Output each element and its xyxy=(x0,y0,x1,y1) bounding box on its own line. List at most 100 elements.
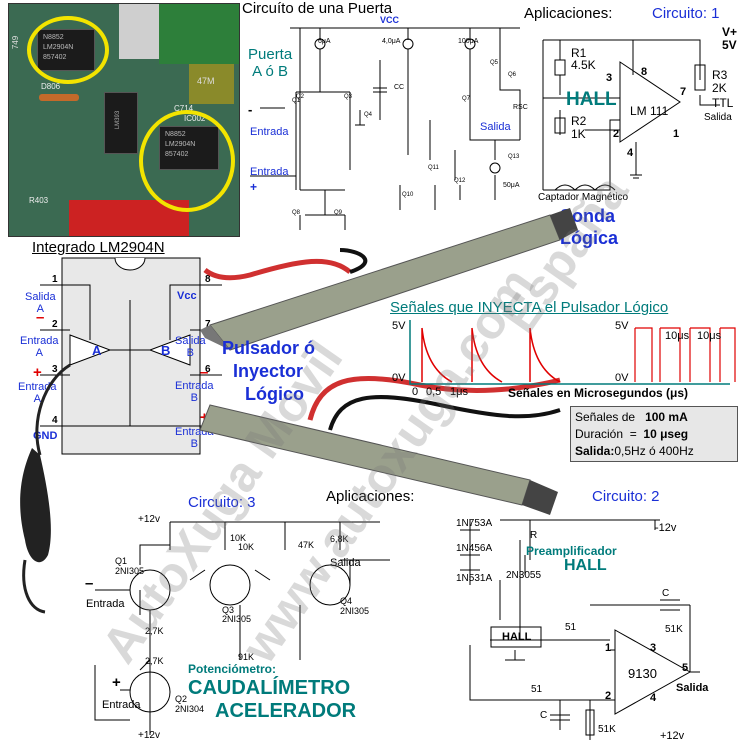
gate-input2-sign: + xyxy=(250,180,258,194)
app1-pin2: 2 xyxy=(613,128,620,140)
info-row3-value: 0,5Hz ó 400Hz xyxy=(614,444,694,458)
signals-tick-0: 0 xyxy=(412,386,419,398)
app1-ttl: TTL xyxy=(712,96,734,110)
app2-pin5: 5 xyxy=(682,662,689,674)
signals-tick-05: 0,5 xyxy=(426,386,442,398)
gate-current-4: 50μA xyxy=(503,182,520,189)
metal-shield xyxy=(119,4,159,59)
app2-r51b: 51 xyxy=(531,684,543,695)
gate-q5: Q5 xyxy=(490,60,499,66)
app2-pin4: 4 xyxy=(650,692,657,704)
gate-q10: Q10 xyxy=(402,192,414,198)
lm2904-pin6: 6 xyxy=(205,364,211,375)
lm2904-left-label-2: Entrada A xyxy=(20,335,59,359)
app1-pin1: 1 xyxy=(673,128,680,140)
app1-r1: R1 xyxy=(571,46,587,60)
app3-q3-type: 2NI305 xyxy=(222,614,252,624)
info-row2-eq: = xyxy=(629,427,637,441)
app3-q4-type: 2NI305 xyxy=(340,606,370,616)
app1-r2-value: 1K xyxy=(571,127,586,141)
gate-title: Circuíto de una Puerta xyxy=(242,0,393,17)
app1-r3: R3 xyxy=(712,68,728,82)
app3-potenciometro: Potenciómetro: xyxy=(188,662,277,676)
info-row-1: Señales de 100 mA xyxy=(575,409,733,426)
app3-salida: Salida xyxy=(330,557,361,569)
lm2904-left-label-4: GND xyxy=(33,430,58,442)
app3-r27k: 2,7K xyxy=(145,626,164,636)
sonda-pen xyxy=(200,208,578,351)
app1-r1-value: 4.5K xyxy=(571,58,596,72)
gate-input2-label: Entrada xyxy=(250,166,289,178)
app3-entrada-2: Entrada xyxy=(102,699,141,711)
info-row2-label: Duración xyxy=(575,427,624,441)
chip-middle: LM393 xyxy=(104,92,138,154)
app1-r2: R2 xyxy=(571,114,587,128)
sonda-line2: Lógica xyxy=(560,228,619,248)
info-row3-label: Salida: xyxy=(575,444,615,458)
pcb-label-r403: R403 xyxy=(29,196,49,205)
lm2904-pin7: 7 xyxy=(205,319,211,330)
app1-5v: 5V xyxy=(722,38,737,52)
gate-input1-label: Entrada xyxy=(250,126,289,138)
pcb-photo: 47M 749 N8852 LM2904N 857402 D806 LM393 … xyxy=(8,3,240,237)
app3-q1-type: 2NI305 xyxy=(115,566,145,576)
gate-q3: Q3 xyxy=(344,94,353,100)
app3-r10k-2: 10K xyxy=(238,542,255,552)
gate-output-label: Salida xyxy=(480,121,511,133)
app3-entrada: Entrada xyxy=(86,598,125,610)
lm2904-amp-a: A xyxy=(92,343,102,358)
app2-pin3: 3 xyxy=(650,642,657,654)
app3-r68k: 6,8K xyxy=(330,534,349,544)
info-row-2: Duración = 10 μseg xyxy=(575,426,733,443)
app2-preamp: Preamplificador xyxy=(526,544,617,558)
gate-current-3: 100μA xyxy=(458,38,479,45)
app2-neg12: -12v xyxy=(655,522,677,534)
pcb-label-47m: 47M xyxy=(197,76,215,86)
signals-tick-1us: 1μs xyxy=(450,386,468,398)
gate-current-2: 4,0μA xyxy=(382,38,401,45)
diode xyxy=(39,94,79,101)
gate-q13: Q13 xyxy=(508,154,520,160)
info-row-3: Salida:0,5Hz ó 400Hz xyxy=(575,443,733,460)
signals-0v: 0V xyxy=(392,372,406,384)
signals-pulse-gap: 10μs xyxy=(697,330,722,342)
app2-r51k2: 51K xyxy=(598,724,616,735)
lm2904-pin3: 3 xyxy=(52,364,58,375)
gate-vcc: VCC xyxy=(380,15,400,25)
app1-pin8: 8 xyxy=(641,66,648,78)
lm2904-pin8: 8 xyxy=(205,274,211,285)
gate-q6: Q6 xyxy=(508,72,517,78)
lm2904-title: Integrado LM2904N xyxy=(32,239,165,256)
app2-title: Aplicaciones: xyxy=(326,488,415,505)
app1-salida: Salida xyxy=(704,112,732,123)
highlight-circle-bottom xyxy=(139,110,235,212)
app1-hall: HALL xyxy=(566,89,617,110)
app2-diode-1: 1N753A xyxy=(456,518,493,529)
app3-q2: Q2 xyxy=(175,694,188,704)
app3-r47k: 47K xyxy=(298,540,315,550)
signals-pulse-width: 10μs xyxy=(665,330,690,342)
app2-r51a: 51 xyxy=(565,622,577,633)
app2-pin2: 2 xyxy=(605,690,612,702)
app2-transistor: 2N3055 xyxy=(506,570,542,581)
app3-caudal: CAUDALÍMETRO xyxy=(188,677,351,699)
lm2904-right-label-3: Entrada B xyxy=(175,380,214,404)
lm2904-amp-b: B xyxy=(161,343,171,358)
signals-0v-b: 0V xyxy=(615,372,629,384)
square-pulses xyxy=(634,327,736,382)
signals-5v-b: 5V xyxy=(615,320,629,332)
app3-pos12: +12v xyxy=(138,514,160,525)
lm2904-pin1: 1 xyxy=(52,274,58,285)
app2-r: R xyxy=(530,530,538,541)
lm2904-pin2: 2 xyxy=(52,319,58,330)
info-row1-value: 100 mA xyxy=(645,410,688,424)
app3-q2-type: 2NI304 xyxy=(175,704,205,714)
pulsador-line3: Lógico xyxy=(245,384,304,404)
app3-q1: Q1 xyxy=(115,556,128,566)
pulsador-line2: Inyector xyxy=(233,361,304,381)
app2-r51k: 51K xyxy=(665,624,683,635)
app1-pin7: 7 xyxy=(680,86,687,98)
lm2904-left-label-1: Salida A xyxy=(25,291,56,315)
